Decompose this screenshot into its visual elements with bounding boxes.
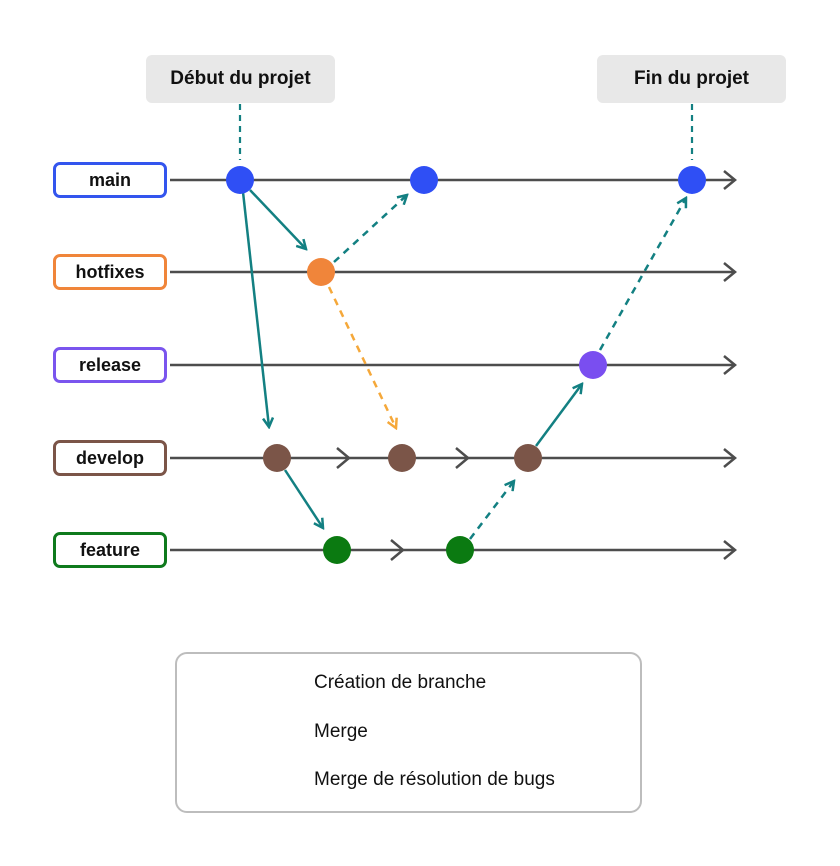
- commit-feature-2: [446, 536, 474, 564]
- branch-hotfixes-label: hotfixes: [75, 261, 145, 282]
- commit-main-1: [226, 166, 254, 194]
- chevron-develop-2: [455, 447, 470, 469]
- branch-main: main: [53, 162, 167, 198]
- timelines: [170, 170, 737, 560]
- branch-hotfixes: hotfixes: [53, 254, 167, 290]
- merge-arrows: [333, 195, 686, 540]
- branch-main-label: main: [88, 169, 131, 190]
- branch-release: release: [53, 347, 167, 383]
- legend-merge-label: Merge: [314, 721, 368, 742]
- branch-release-label: release: [78, 354, 142, 375]
- chevron-feature-1: [390, 539, 405, 561]
- branch-feature-label: feature: [79, 539, 141, 560]
- commit-main-2: [410, 166, 438, 194]
- chevron-develop-1: [336, 447, 351, 469]
- branch-develop: develop: [53, 440, 167, 476]
- branch-develop-label: develop: [75, 447, 145, 468]
- legend-box: [175, 652, 642, 813]
- start-tag-label: Début du projet: [170, 68, 311, 89]
- create-develop-arrow: [241, 191, 269, 427]
- start-tag: Début du projet: [146, 55, 335, 103]
- merge-feature-develop-arrow: [469, 481, 514, 540]
- merge-hotfix-develop-arrow: [327, 286, 396, 428]
- commit-develop-1: [263, 444, 291, 472]
- create-hotfixes-arrow: [249, 189, 306, 249]
- commit-release-1: [579, 351, 607, 379]
- commit-develop-3: [514, 444, 542, 472]
- create-feature-arrow: [283, 469, 323, 528]
- end-tag: Fin du projet: [597, 55, 786, 103]
- commit-feature-1: [323, 536, 351, 564]
- merge-release-main-arrow: [598, 198, 686, 351]
- timeline-chevrons: [336, 447, 470, 561]
- commits: [226, 166, 706, 564]
- creation-arrows: [241, 189, 582, 528]
- merge-hotfix-main-arrow: [333, 195, 407, 263]
- commit-develop-2: [388, 444, 416, 472]
- commit-main-3: [678, 166, 706, 194]
- legend-creation-label: Création de branche: [314, 672, 487, 693]
- branch-feature: feature: [53, 532, 167, 568]
- create-release-arrow: [534, 384, 582, 447]
- legend-bugfix-label: Merge de résolution de bugs: [314, 769, 555, 790]
- commit-hotfix-1: [307, 258, 335, 286]
- end-tag-label: Fin du projet: [633, 68, 750, 89]
